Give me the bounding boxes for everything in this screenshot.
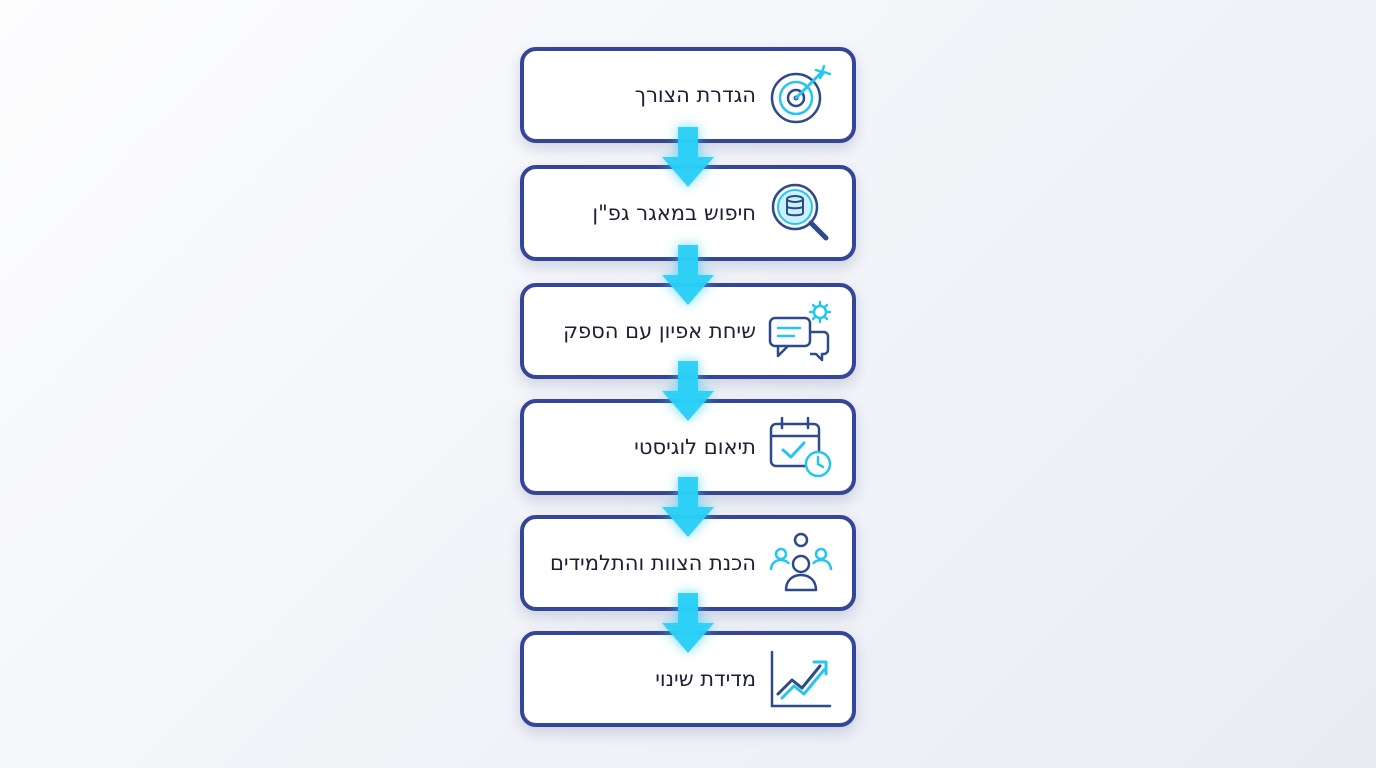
arrow-down-icon — [658, 245, 718, 307]
arrow-down-icon — [658, 593, 718, 655]
arrow-down-icon — [658, 477, 718, 539]
step-label: תיאום לוגיסטי — [634, 435, 756, 459]
team-group-icon — [768, 530, 834, 596]
calendar-clock-icon — [768, 414, 834, 480]
step-label: חיפוש במאגר גפ"ן — [592, 201, 756, 225]
arrow-down-icon — [658, 361, 718, 423]
target-icon — [768, 62, 834, 128]
step-label: מדידת שינוי — [655, 667, 756, 691]
step-label: הגדרת הצורך — [634, 83, 756, 107]
step-label: שיחת אפיון עם הספק — [563, 319, 756, 343]
step-label: הכנת הצוות והתלמידים — [549, 551, 756, 575]
database-search-icon — [768, 180, 834, 246]
growth-chart-icon — [768, 646, 834, 712]
arrow-down-icon — [658, 127, 718, 189]
chat-gear-icon — [768, 298, 834, 364]
